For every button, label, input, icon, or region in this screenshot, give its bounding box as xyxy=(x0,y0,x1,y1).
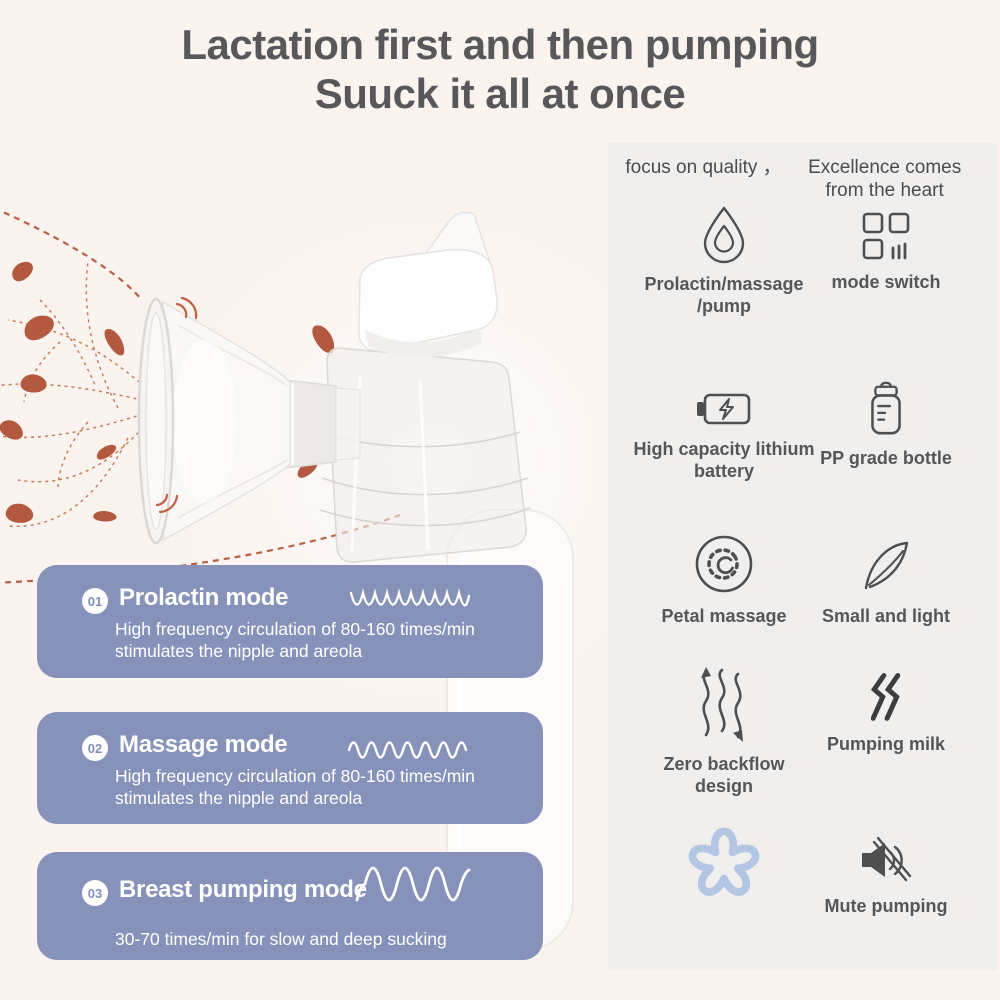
feature-label: PP grade bottle xyxy=(820,448,952,468)
mode-card-massage: 02 Massage mode High frequency circulati… xyxy=(37,712,543,824)
steam-arrows-icon xyxy=(696,665,752,745)
slow-deep-wave-icon xyxy=(355,866,471,902)
water-drop-icon xyxy=(696,203,752,265)
feature-flower xyxy=(624,818,824,914)
pump-collar xyxy=(285,379,361,469)
mode-number-badge: 02 xyxy=(82,735,108,761)
feature-label: Petal massage xyxy=(661,606,787,626)
high-frequency-wave-icon xyxy=(349,588,471,607)
feature-pumping-milk: Pumping milk xyxy=(786,671,986,756)
mode-card-breast-pumping: 03 Breast pumping mode 30-70 times/min f… xyxy=(37,852,543,960)
mode-name: Prolactin mode xyxy=(119,584,289,611)
vibration-marks xyxy=(155,296,198,514)
feature-petal-massage: Petal massage xyxy=(624,531,824,628)
feature-panel: focus on quality ， Excellence comes from… xyxy=(608,143,997,970)
panel-header-left: focus on quality ， xyxy=(625,157,782,178)
feature-lithium-battery: High capacity lithium battery xyxy=(624,388,824,482)
mode-name: Massage mode xyxy=(119,731,288,758)
feature-label: Small and light xyxy=(821,606,950,626)
feature-mute-pumping: Mute pumping xyxy=(786,835,986,918)
panel-header: focus on quality ， Excellence comes from… xyxy=(608,143,997,202)
feature-label: mode switch xyxy=(831,272,941,292)
feather-icon xyxy=(856,535,916,597)
pump-motor-unit xyxy=(358,211,498,358)
medium-frequency-wave-icon xyxy=(347,741,468,759)
mode-number-badge: 03 xyxy=(82,880,108,906)
title-line-2: Suuck it all at once xyxy=(314,70,686,118)
feature-mode-switch: mode switch xyxy=(786,209,986,294)
feature-label: Zero backflow design xyxy=(663,754,785,796)
feature-small-light: Small and light xyxy=(786,535,986,628)
pump-flange xyxy=(137,297,291,545)
feature-zero-backflow: Zero backflow design xyxy=(624,665,824,797)
feature-label: Mute pumping xyxy=(824,896,948,916)
flower-icon xyxy=(676,818,772,914)
page-title: Lactation first and then pumping Suuck i… xyxy=(0,20,1000,118)
mode-switch-icon xyxy=(860,209,912,263)
mode-name: Breast pumping mode xyxy=(119,876,367,903)
battery-icon xyxy=(695,388,753,430)
mode-description: High frequency circulation of 80-160 tim… xyxy=(115,766,475,809)
mute-speaker-icon xyxy=(858,835,914,887)
feature-label: Pumping milk xyxy=(826,734,945,754)
pump-clear-body xyxy=(319,347,531,563)
panel-header-right: Excellence comes from the heart xyxy=(808,157,962,202)
title-line-1: Lactation first and then pumping xyxy=(181,21,819,68)
mode-number-badge: 01 xyxy=(82,588,108,614)
mode-description: High frequency circulation of 80-160 tim… xyxy=(115,619,475,662)
mode-card-prolactin: 01 Prolactin mode High frequency circula… xyxy=(37,565,543,678)
petal-massage-icon xyxy=(692,531,756,597)
double-wave-icon xyxy=(871,671,901,725)
feature-pp-bottle: PP grade bottle xyxy=(786,379,986,470)
feature-label: High capacity lithium battery xyxy=(633,439,815,481)
feature-prolactin-massage-pump: Prolactin/massage /pump xyxy=(624,203,824,317)
feature-label: Prolactin/massage /pump xyxy=(644,274,804,316)
mode-description: 30-70 times/min for slow and deep suckin… xyxy=(115,929,447,949)
feeding-bottle-icon xyxy=(863,379,909,439)
